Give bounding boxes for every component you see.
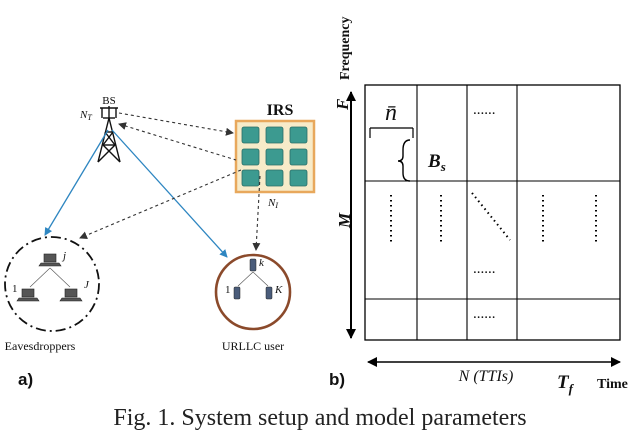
figure-caption: Fig. 1. System setup and model parameter… (113, 405, 527, 431)
bs-sub: s (440, 159, 446, 174)
base-station-icon (97, 106, 121, 163)
dots-top: ...... (473, 102, 496, 118)
panel-b: Frequency F M n̄ Bs ...... ...... ...... (329, 16, 628, 396)
bs-width-label: Bs (427, 151, 446, 174)
irs-to-bs-link (118, 122, 237, 161)
time-label: Time (597, 377, 628, 392)
urllc-user-caption: URLLC user (222, 339, 284, 353)
dots-bottom: ...... (473, 306, 496, 322)
bs-antenna-label: NT (79, 109, 92, 122)
n-bar-label: n̄ (385, 100, 397, 126)
bs-to-eavesdroppers-link (44, 129, 109, 236)
vertical-dots (390, 192, 597, 242)
bs-brace (397, 139, 411, 182)
irs-panel (234, 119, 316, 194)
urllc-user-region (214, 253, 292, 331)
panel-a: BS NT IRS NI (4, 95, 316, 389)
irs-element-count: NI (267, 197, 278, 210)
eavesdroppers-region (4, 236, 100, 332)
user-index-k: k (259, 257, 265, 269)
irs-title: IRS (267, 102, 294, 119)
eve-index-first: 1 (12, 283, 18, 295)
bs-label: BS (102, 95, 115, 107)
eavesdroppers-caption: Eavesdroppers (5, 339, 76, 353)
user-index-first: 1 (225, 284, 231, 296)
irs-to-user-link (252, 175, 261, 251)
tf-label: Tf (557, 372, 575, 396)
user-index-last: K (274, 284, 283, 296)
bs-main: B (427, 151, 441, 172)
eve-index-last: J (84, 279, 90, 291)
tf-sub: f (569, 381, 575, 396)
phone-icon (233, 258, 273, 300)
irs-to-eavesdroppers-link (79, 169, 242, 239)
f-label: F (333, 98, 352, 111)
eve-index-j: j (61, 250, 66, 262)
bs-to-irs-link (118, 112, 234, 136)
irs-elements (241, 126, 308, 187)
panel-a-label: a) (18, 370, 33, 389)
bs-to-user-link (111, 129, 228, 258)
tf-main: T (557, 372, 570, 393)
time-axis-label: N (TTIs) (458, 368, 514, 385)
laptop-icon (16, 253, 83, 302)
frequency-axis-label: Frequency (338, 16, 353, 80)
resource-grid (364, 84, 621, 341)
dots-mid: ...... (473, 261, 496, 277)
panel-b-label: b) (329, 370, 345, 389)
